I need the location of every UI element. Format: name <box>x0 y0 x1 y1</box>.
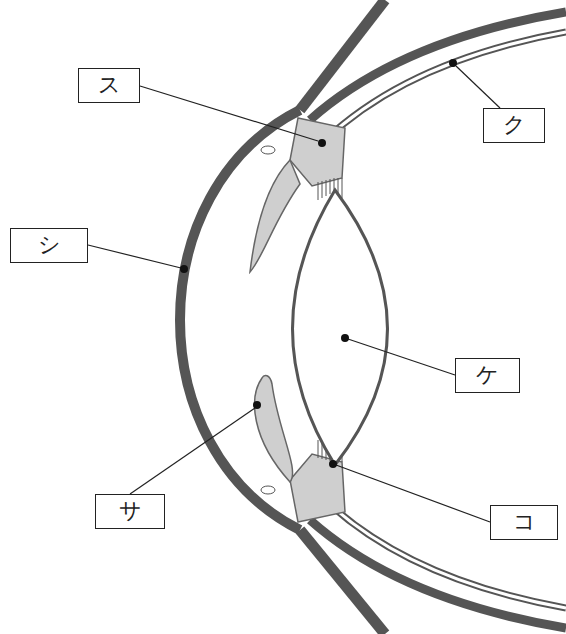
part-label: ク <box>503 113 526 137</box>
vessel <box>300 530 385 634</box>
label-box: ス <box>78 68 140 103</box>
ciliary-body <box>290 118 345 186</box>
part-label: サ <box>119 499 142 523</box>
label-box: ク <box>483 108 545 143</box>
label-box: サ <box>95 494 165 529</box>
retina-outline <box>325 500 566 608</box>
part-label: ケ <box>476 363 499 387</box>
label-box: シ <box>10 228 88 263</box>
canal <box>261 486 275 494</box>
iris <box>255 376 293 482</box>
label-box: コ <box>490 505 558 540</box>
canal <box>261 146 275 154</box>
part-label: シ <box>38 233 61 257</box>
cornea <box>180 110 300 530</box>
ciliary-body <box>290 454 345 522</box>
leader-lines <box>88 66 500 522</box>
part-label: ス <box>98 73 121 97</box>
label-box: ケ <box>455 358 520 393</box>
part-label: コ <box>513 510 536 534</box>
iris <box>250 160 300 272</box>
lens <box>293 190 388 465</box>
leader-dots <box>180 59 457 468</box>
vessel <box>300 0 385 110</box>
retina <box>325 500 566 608</box>
